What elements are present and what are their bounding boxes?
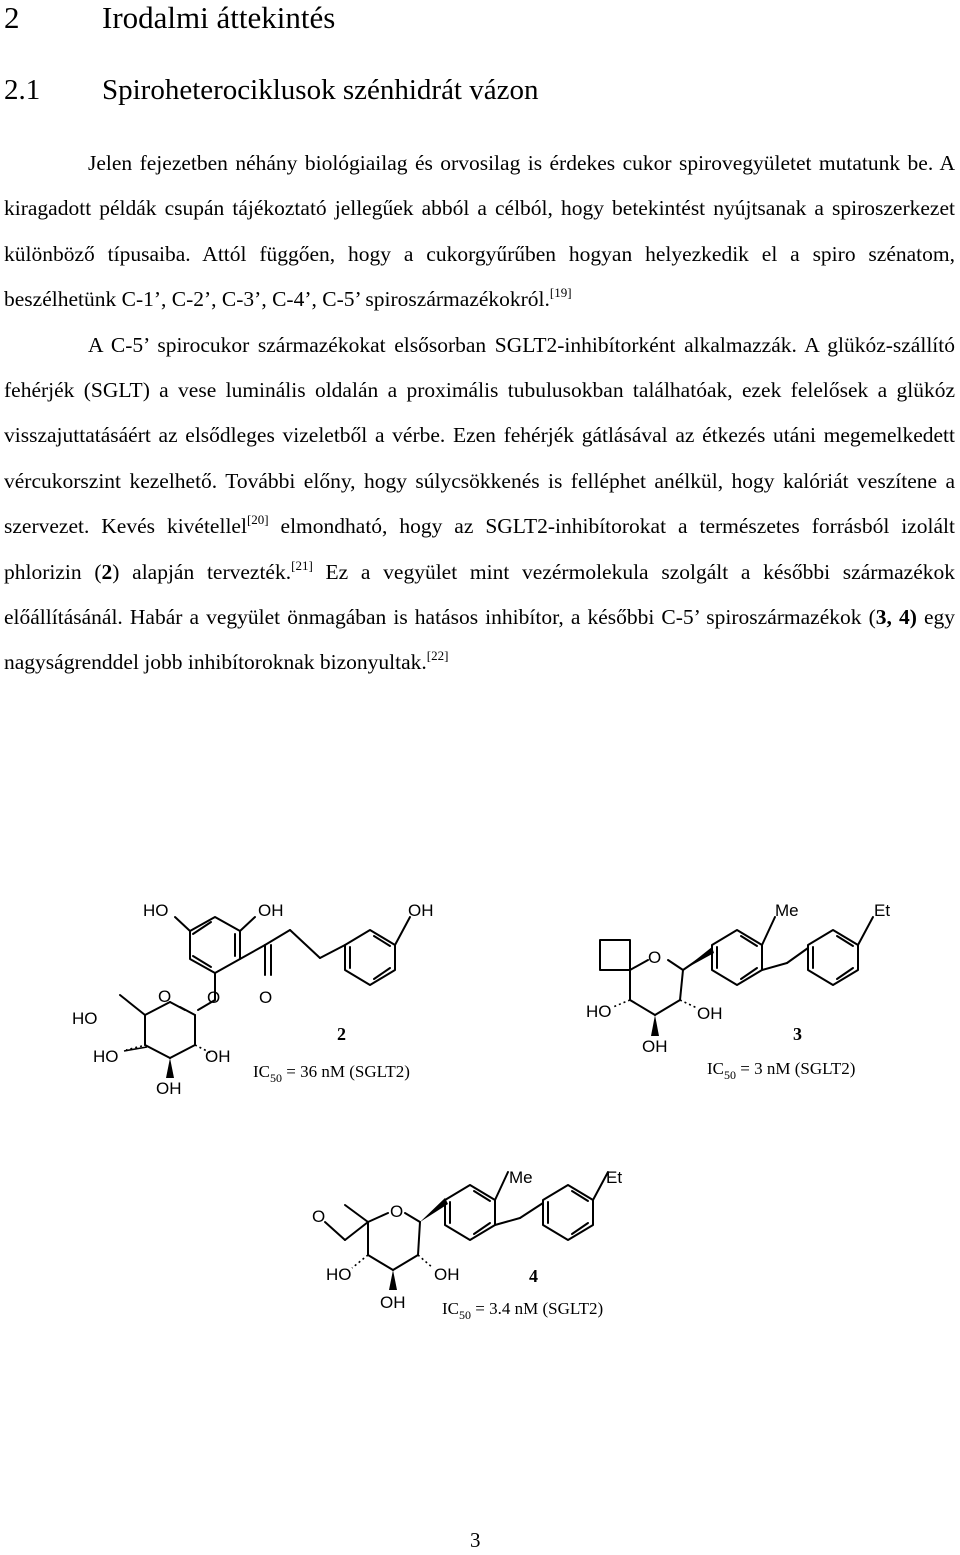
atom-label: HO xyxy=(143,901,169,920)
atom-label: OH xyxy=(642,1037,668,1056)
section-heading: 2.1 Spiroheterociklusok szénhidrát vázon xyxy=(4,74,539,107)
chapter-heading: 2 Irodalmi áttekintés xyxy=(4,0,335,36)
atom-label: OH xyxy=(434,1265,460,1284)
ic50-label: IC50 = 3 nM (SGLT2) xyxy=(707,1059,855,1082)
atom-label: O xyxy=(390,1202,403,1221)
atom-label: OH xyxy=(380,1293,406,1312)
citation: [22] xyxy=(426,648,449,664)
atom-label: Me xyxy=(775,901,799,920)
chapter-title: Irodalmi áttekintés xyxy=(102,0,336,35)
atom-label: OH xyxy=(697,1004,723,1023)
atom-label: O xyxy=(312,1207,325,1226)
atom-label: Et xyxy=(874,901,890,920)
paragraph-intro: Jelen fejezetben néhány biológiailag és … xyxy=(4,151,955,312)
compound-number: 3 xyxy=(793,1024,802,1044)
body-text: Jelen fejezetben néhány biológiailag és … xyxy=(4,141,955,686)
paragraph-sglt2: A C-5’ spirocukor származékokat elsősorb… xyxy=(4,332,955,675)
atom-label: HO xyxy=(72,1009,98,1028)
page-number: 3 xyxy=(470,1528,481,1552)
atom-label: HO xyxy=(93,1047,119,1066)
atom-label: Et xyxy=(606,1168,622,1187)
compound-number: 4 xyxy=(529,1266,538,1286)
atom-label: OH xyxy=(205,1047,231,1066)
chemical-scheme: HO OH OH O O O HO HO OH OH 2 IC50 = 36 n… xyxy=(72,901,890,1322)
section-title: Spiroheterociklusok szénhidrát vázon xyxy=(102,74,539,106)
ic50-label: IC50 = 3.4 nM (SGLT2) xyxy=(442,1299,603,1322)
citation: [19] xyxy=(549,285,572,301)
compound-number: 2 xyxy=(337,1024,346,1044)
compound-2-structure xyxy=(119,916,411,1059)
compound-ref: 3, 4) xyxy=(875,605,917,630)
atom-label: OH xyxy=(258,901,284,920)
atom-label: OH xyxy=(156,1079,182,1098)
section-number: 2.1 xyxy=(4,74,41,106)
atom-label: O xyxy=(259,988,272,1007)
citation: [20] xyxy=(246,512,269,528)
atom-label: HO xyxy=(326,1265,352,1284)
chapter-number: 2 xyxy=(4,0,20,35)
citation: [21] xyxy=(291,557,313,573)
ic50-label: IC50 = 36 nM (SGLT2) xyxy=(253,1062,410,1085)
atom-label: HO xyxy=(586,1002,612,1021)
compound-ref: 2 xyxy=(101,559,113,584)
atom-label: Me xyxy=(509,1168,533,1187)
atom-label: O xyxy=(158,987,171,1006)
atom-label: O xyxy=(207,988,220,1007)
atom-label: O xyxy=(648,948,661,967)
atom-label: OH xyxy=(408,901,434,920)
compound-3-structure xyxy=(599,916,874,1016)
